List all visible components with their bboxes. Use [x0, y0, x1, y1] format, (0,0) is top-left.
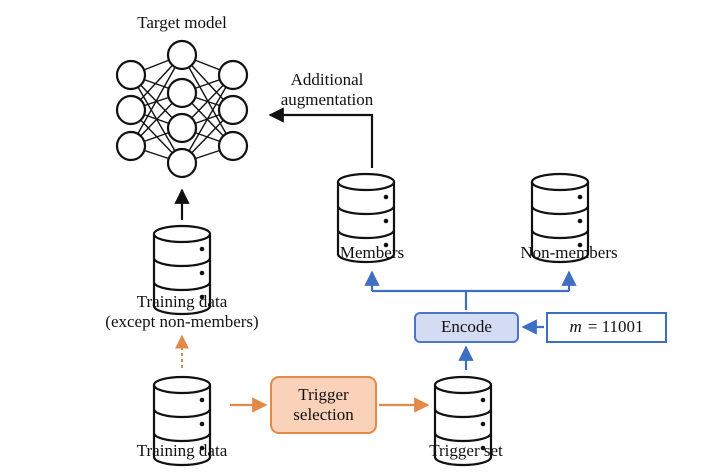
trigger-selection-box: Trigger selection: [270, 376, 377, 434]
additional-augmentation-line1: Additional: [290, 70, 364, 89]
nn-node: [166, 77, 198, 109]
message-box: m = 11001: [546, 312, 667, 343]
target-model-label: Target model: [137, 13, 227, 32]
trigger-selection-line2: selection: [293, 405, 354, 424]
nn-node: [217, 130, 249, 162]
training-data-label: Training data: [136, 441, 228, 460]
nn-edge: [130, 54, 183, 147]
members-label: Members: [339, 243, 405, 262]
nn-node: [115, 59, 147, 91]
non-members-label: Non-members: [520, 243, 618, 262]
training-data-except-line2: (except non-members): [105, 311, 259, 331]
nn-node: [115, 94, 147, 126]
nn-node: [217, 59, 249, 91]
nn-node: [166, 147, 198, 179]
nn-node: [166, 112, 198, 144]
augmentation-arrow: [268, 107, 374, 168]
additional-augmentation-line2: augmentation: [280, 89, 374, 109]
nn-edge: [181, 74, 234, 164]
nn-node: [166, 39, 198, 71]
trigger-selection-line1: Trigger: [298, 384, 349, 404]
message-value: = 11001: [587, 317, 644, 337]
message-variable: m: [569, 317, 582, 337]
nn-node: [217, 94, 249, 126]
nn-node: [115, 130, 147, 162]
trigger-set-label: Trigger set: [429, 441, 503, 460]
additional-augmentation-label: Additional augmentation: [272, 70, 382, 109]
training-data-except-label: Training data (except non-members): [92, 292, 272, 331]
neural-network-icon: [115, 39, 249, 179]
encode-box: Encode: [414, 312, 519, 343]
encode-label: Encode: [441, 317, 492, 337]
training-data-except-line1: Training data: [136, 292, 228, 311]
